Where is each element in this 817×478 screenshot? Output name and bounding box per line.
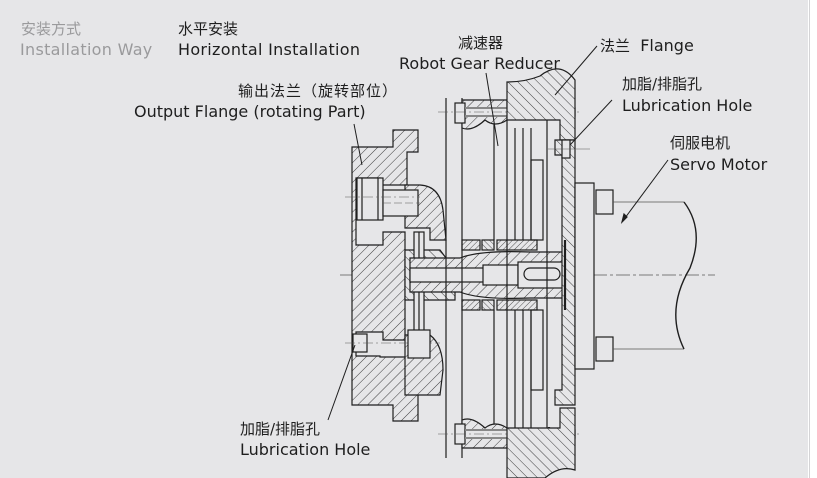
flange-label: 法兰 Flange (600, 36, 694, 56)
flange-label-en: Flange (640, 36, 694, 55)
installation-value-en: Horizontal Installation (178, 40, 361, 59)
leader-lube-top (569, 99, 613, 146)
installation-way-label-cn: 安装方式 (21, 20, 82, 38)
lube-hole-top-label-cn: 加脂/排脂孔 (622, 75, 703, 93)
leader-reducer (485, 72, 499, 147)
servo-motor-label-cn: 伺服电机 (670, 134, 731, 152)
servo-motor-label-en: Servo Motor (670, 155, 768, 174)
reducer-label-en: Robot Gear Reducer (399, 54, 560, 73)
leader-lube-bottom (327, 344, 356, 421)
lube-hole-bottom-label-cn: 加脂/排脂孔 (240, 420, 321, 438)
installation-value-cn: 水平安装 (178, 20, 239, 38)
servo-motor-part (574, 182, 697, 370)
panel-edge-divider (809, 0, 810, 478)
output-flange-label-cn: 输出法兰（旋转部位） (238, 82, 399, 100)
installation-way-label-en: Installation Way (20, 40, 153, 59)
lube-hole-top-label-en: Lubrication Hole (622, 96, 753, 115)
leader-servo-motor (621, 159, 669, 223)
output-flange-label-en: Output Flange (rotating Part) (134, 102, 366, 121)
motor-flange-part (506, 68, 590, 478)
reducer-label-cn: 减速器 (458, 34, 504, 52)
input-shaft-part (409, 239, 572, 311)
flange-label-cn: 法兰 (600, 37, 631, 55)
lube-hole-bottom-label-en: Lubrication Hole (240, 440, 371, 459)
leader-flange (554, 45, 598, 96)
leader-output-flange (353, 123, 363, 166)
